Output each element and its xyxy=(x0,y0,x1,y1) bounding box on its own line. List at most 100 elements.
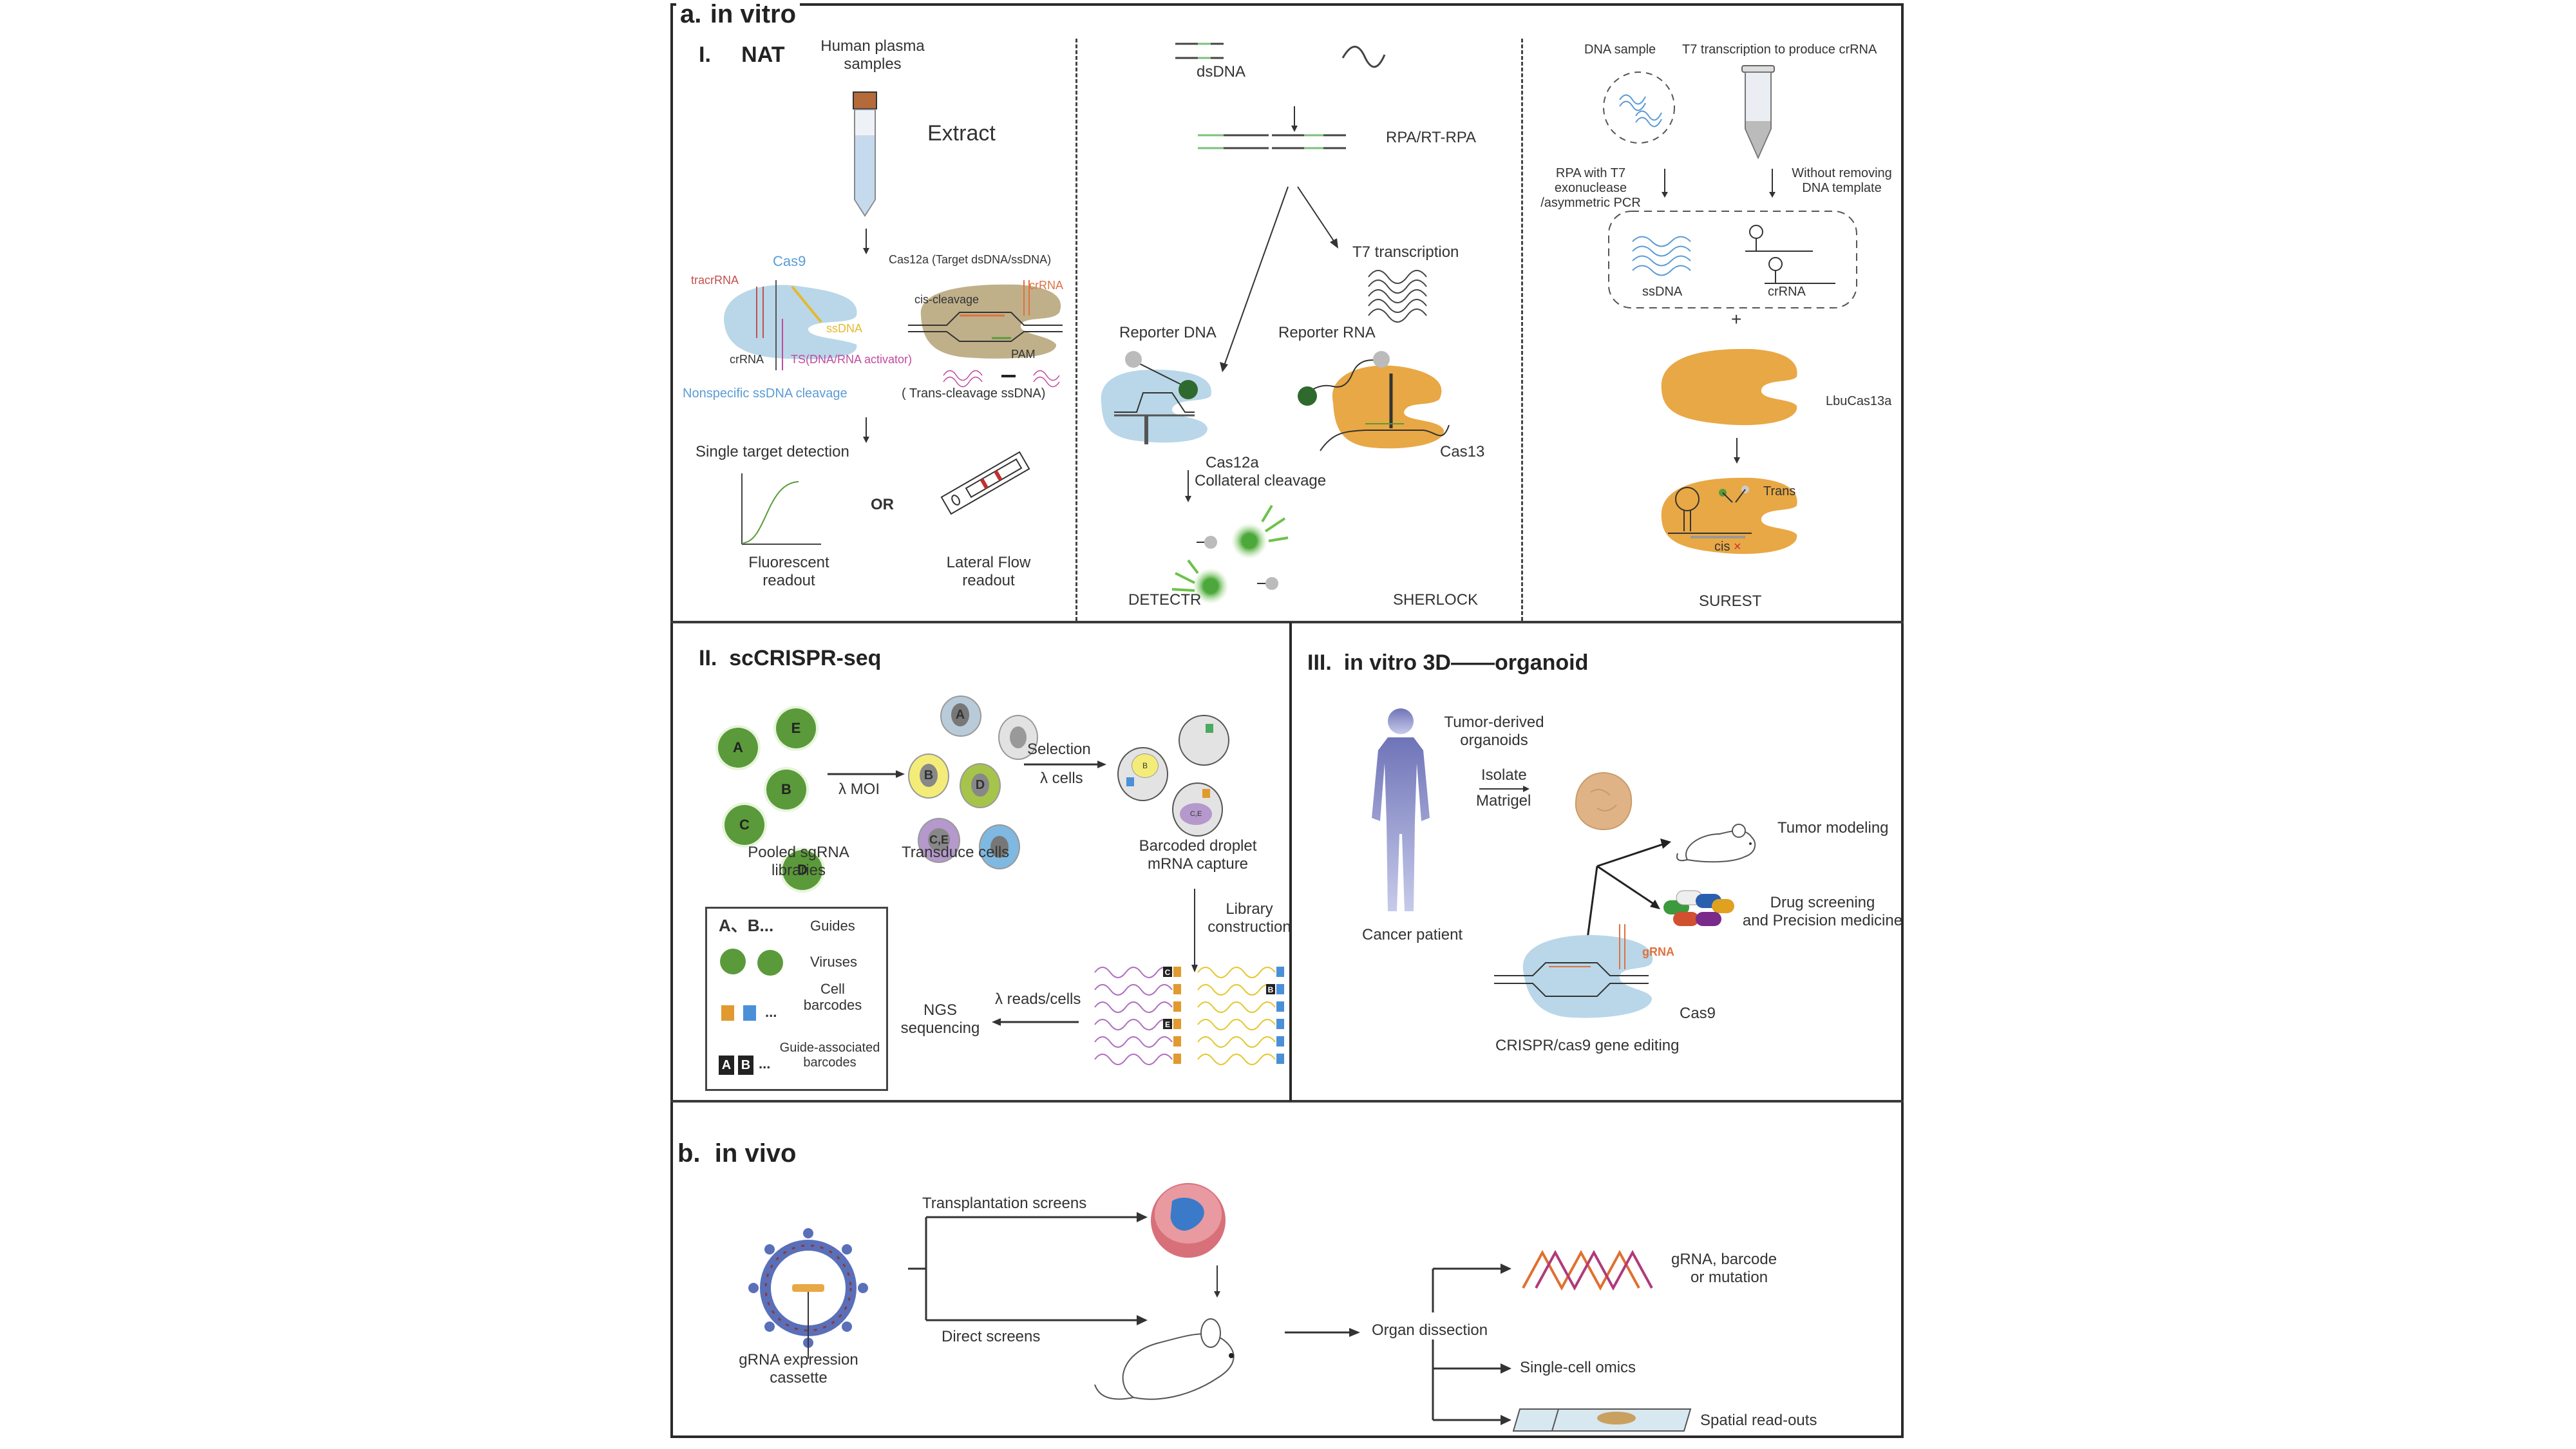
divider-nat-bottom xyxy=(670,621,1904,623)
ngs-line1: NGS xyxy=(923,1001,957,1019)
direct-screens-label: Direct screens xyxy=(942,1328,1041,1345)
legend-guides-symbol: A、B... xyxy=(719,916,774,935)
cell-barcode-blue xyxy=(1276,1001,1284,1012)
viral-vector-icon xyxy=(748,1228,868,1359)
cas12a-title: Cas12a (Target dsDNA/ssDNA) xyxy=(889,253,1052,266)
arrow-right-icon xyxy=(828,770,905,778)
cassette-line1: gRNA expression xyxy=(739,1351,858,1368)
dsdna-label: dsDNA xyxy=(1197,63,1246,80)
guide-barcode-tag xyxy=(1266,984,1275,994)
cell-d-guide: D xyxy=(971,773,989,797)
activator-label: TS(DNA/RNA activator) xyxy=(791,353,913,366)
droplet-ce: C,E xyxy=(1172,782,1223,837)
sample-tube-icon xyxy=(853,91,877,217)
single-cell-omics-label: Single-cell omics xyxy=(1520,1359,1636,1376)
dna-helix-icon xyxy=(1522,1249,1653,1291)
cis-text: cis xyxy=(1714,540,1730,554)
cas12a-crrna-label: crRNA xyxy=(1029,279,1063,292)
panel-a-title: in vitro xyxy=(710,0,797,28)
cell-d: D xyxy=(960,763,1001,808)
cis-cleavage-label: cis-cleavage xyxy=(914,293,980,306)
legend-ellipsis: ... xyxy=(765,1004,777,1020)
arrow-down-icon xyxy=(1734,438,1740,464)
tracrrna-label: tracrRNA xyxy=(691,274,739,287)
legend-cell-barcodes-label: Cell barcodes xyxy=(800,981,865,1014)
cell-barcode-orange xyxy=(1173,967,1181,977)
fluorescent-cleaved-reporters-icon xyxy=(1171,504,1289,604)
ssdna-label: ssDNA xyxy=(826,322,863,335)
or-label: OR xyxy=(871,496,894,513)
legend-tag-b: B xyxy=(738,1056,753,1075)
sccrispr-title: scCRISPR-seq xyxy=(729,646,882,670)
fluorescent-line1: Fluorescent xyxy=(748,554,829,571)
rpa-amplicons-icon xyxy=(1198,134,1336,149)
cell-barcode-orange xyxy=(1173,1001,1181,1012)
read-purple xyxy=(1094,967,1173,978)
transduce-cells-label: Transduce cells xyxy=(902,844,1010,861)
cas13-reporter-icon xyxy=(1298,351,1450,451)
tumor-organoids-label: Tumor-derived organoids xyxy=(1430,714,1558,749)
crispr-editing-label: CRISPR/cas9 gene editing xyxy=(1495,1037,1680,1054)
arrow-down-icon xyxy=(863,417,869,443)
panel-a-heading: a. in vitro xyxy=(676,0,800,29)
read-yellow xyxy=(1197,967,1276,978)
rpa-line1: RPA with T7 xyxy=(1555,166,1626,180)
rna-transcripts-icon xyxy=(1368,270,1427,323)
cell-barcode-blue xyxy=(1276,1019,1284,1029)
fluorescence-curve-icon xyxy=(741,473,821,545)
cis-label: cis × xyxy=(1714,540,1741,554)
barcoded-droplet-label: Barcoded droplet mRNA capture xyxy=(1117,837,1278,873)
cis-blocked-icon: × xyxy=(1734,540,1741,554)
surest-title: SUREST xyxy=(1699,592,1762,610)
arrow-left-icon xyxy=(992,1018,1079,1026)
human-plasma-line1: Human plasma xyxy=(820,37,925,55)
cas9-editing-complex-icon xyxy=(1494,924,1653,1018)
pooled-line1: Pooled sgRNA xyxy=(748,844,849,861)
cas9-title: Cas9 xyxy=(773,253,806,269)
barcoded-line1: Barcoded droplet xyxy=(1139,837,1257,855)
nat-heading: I. NAT xyxy=(699,43,785,68)
legend-tag-a: A xyxy=(719,1056,734,1075)
sccrispr-heading: II. scCRISPR-seq xyxy=(699,646,881,671)
virus-c: C xyxy=(724,805,764,845)
organoid-icon xyxy=(1575,772,1633,831)
organoids-line2: organoids xyxy=(1460,731,1528,749)
legend-guides-label: Guides xyxy=(810,918,855,934)
mouse-model-icon xyxy=(1094,1318,1235,1400)
microtube-icon xyxy=(1741,65,1775,160)
arrow-right-icon xyxy=(1024,761,1106,768)
single-target-detection-label: Single target detection xyxy=(696,443,849,460)
spatial-readouts-label: Spatial read-outs xyxy=(1700,1412,1817,1429)
lateral-flow-strip-icon xyxy=(940,451,1030,515)
pam-label: PAM xyxy=(1011,348,1036,361)
lateral-line2: readout xyxy=(962,571,1015,589)
grna-barcode-label: gRNA, barcode or mutation xyxy=(1671,1251,1777,1286)
branch-arrows-icon xyxy=(1220,186,1338,372)
surest-active-complex-icon xyxy=(1661,477,1797,554)
legend-viruses-label: Viruses xyxy=(810,954,857,970)
legend-guide-associated-label: Guide-associated barcodes xyxy=(770,1041,889,1070)
guide-barcode-tag-label: E xyxy=(1165,1020,1170,1029)
guide-barcode-tag-label: C xyxy=(1165,968,1171,977)
cell-barcode-blue xyxy=(1276,984,1284,994)
grna-barcode-line2: or mutation xyxy=(1690,1268,1768,1286)
guide-barcode-tag xyxy=(1163,1019,1172,1029)
t7-transcription-label: T7 transcription xyxy=(1352,243,1459,261)
dna-sample-label: DNA sample xyxy=(1584,43,1656,57)
organoids-line1: Tumor-derived xyxy=(1444,714,1544,731)
sccrispr-legend: A、B... Guides Viruses Cell barcodes ... … xyxy=(705,907,888,1091)
cell-barcode-blue xyxy=(1276,967,1284,977)
legend-virus-icon xyxy=(757,950,783,976)
cell-unlabeled xyxy=(998,715,1038,760)
moi-label: λ MOI xyxy=(838,781,880,798)
cell-barcode-orange xyxy=(1173,1019,1181,1029)
dna-sample-circle-icon xyxy=(1603,71,1675,144)
ngs-sequencing-label: NGS sequencing xyxy=(886,1001,995,1037)
cell-ce-guide: C,E xyxy=(928,828,950,851)
mouse-icon xyxy=(1676,824,1756,863)
droplet-b-guide: B xyxy=(1132,753,1159,778)
reads-svg: CEB xyxy=(1094,967,1284,1065)
organoid-heading: III. in vitro 3D——organoid xyxy=(1307,650,1588,676)
arrow-down-icon xyxy=(1769,169,1776,198)
